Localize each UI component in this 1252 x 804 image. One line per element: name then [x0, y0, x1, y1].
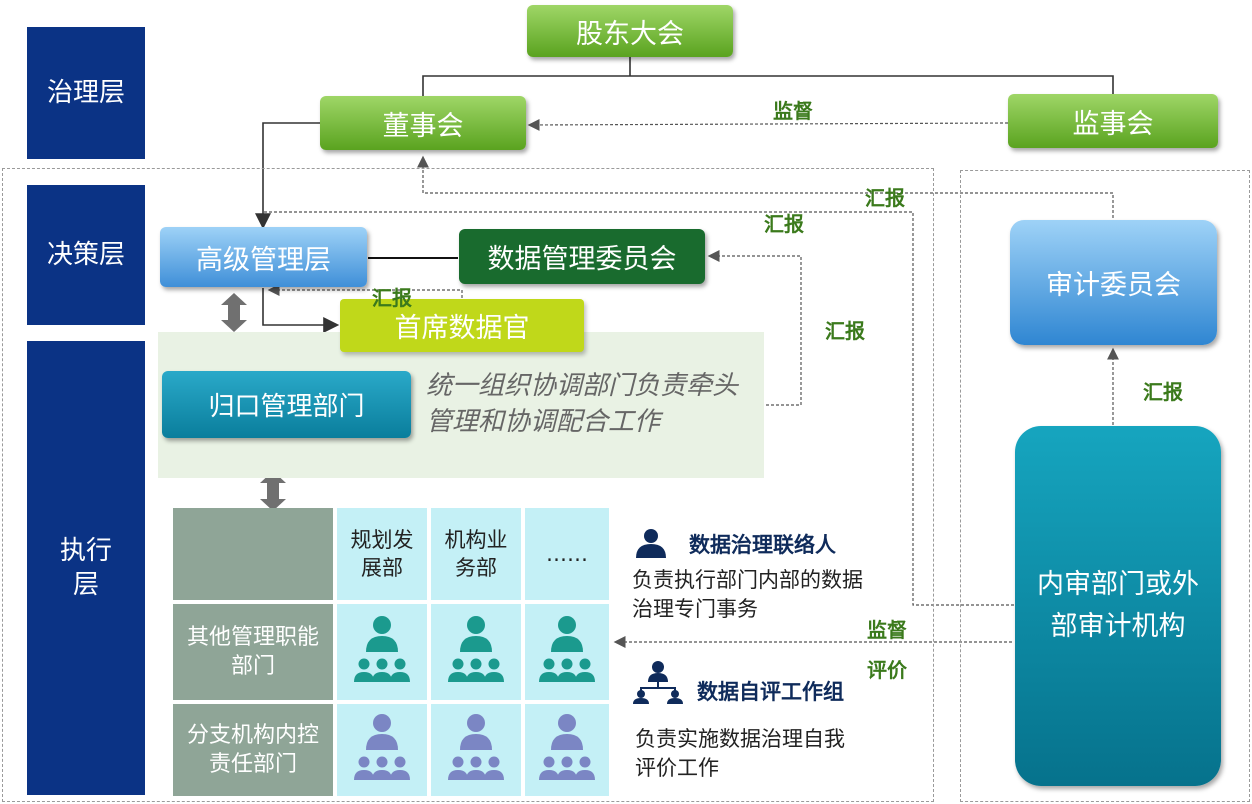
liaison-title: 数据治理联络人 — [689, 533, 836, 557]
layer-decision-label: 决策层 — [46, 240, 125, 270]
edge-label-report-2: 汇报 — [764, 212, 804, 236]
grid-col-label: 规划发展部 — [350, 528, 414, 580]
grid-col-header: 规划发展部 — [337, 508, 427, 600]
node-data-committee-label: 数据管理委员会 — [487, 244, 677, 275]
person-group-icon — [539, 616, 595, 682]
layer-governance-label: 治理层 — [46, 78, 125, 108]
grid-row-header: 分支机构内控责任部门 — [173, 704, 333, 796]
grid-cell — [431, 704, 521, 796]
person-group-icon — [448, 616, 504, 682]
audit-region — [960, 170, 1250, 802]
grid-row-header: 其他管理职能部门 — [173, 604, 333, 700]
edge-label-supervise-bottom: 监督 — [867, 618, 907, 642]
person-group-icon — [354, 616, 410, 682]
edge-label-report-audit: 汇报 — [1143, 380, 1183, 404]
node-data-committee: 数据管理委员会 — [459, 229, 705, 284]
node-board: 董事会 — [320, 96, 526, 150]
grid-cell — [337, 604, 427, 700]
edge-label-evaluate: 评价 — [867, 658, 907, 682]
grid-cell — [431, 604, 521, 700]
node-board-label: 董事会 — [382, 110, 464, 142]
node-lead-dept-label: 归口管理部门 — [208, 392, 365, 422]
grid-cell — [337, 704, 427, 796]
person-group-icon — [448, 714, 504, 780]
grid-row-label: 分支机构内控责任部门 — [186, 723, 319, 777]
edge-label-report-1: 汇报 — [865, 186, 905, 210]
node-shareholders-label: 股东大会 — [576, 18, 684, 50]
node-audit-committee: 审计委员会 — [1010, 220, 1217, 345]
edge-label-report-committee: 汇报 — [825, 319, 865, 343]
node-cdo: 首席数据官 — [340, 299, 584, 352]
grid-col-header: …… — [525, 508, 609, 600]
node-senior-mgmt: 高级管理层 — [160, 227, 367, 287]
node-cdo-label: 首席数据官 — [394, 313, 530, 344]
selfeval-title: 数据自评工作组 — [697, 680, 844, 704]
layer-execution-label: 执行 层 — [59, 536, 112, 600]
person-group-icon — [539, 714, 595, 780]
work-group-icon — [633, 661, 683, 704]
node-senior-mgmt-label: 高级管理层 — [196, 244, 331, 276]
node-internal-audit-label: 内审部门或外部审计机构 — [1037, 569, 1199, 642]
liaison-description: 负责执行部门内部的数据治理专门事务 — [632, 568, 863, 621]
node-shareholders: 股东大会 — [527, 5, 733, 57]
grid-col-label: …… — [546, 542, 588, 566]
grid-col-label: 机构业务部 — [444, 528, 508, 580]
selfeval-description: 负责实施数据治理自我评价工作 — [635, 727, 845, 780]
node-lead-dept: 归口管理部门 — [162, 371, 411, 438]
grid-row-label: 其他管理职能部门 — [186, 625, 319, 679]
node-supervisors-label: 监事会 — [1072, 108, 1154, 140]
layer-governance: 治理层 — [27, 27, 145, 159]
grid-cell — [525, 604, 609, 700]
lead-dept-description: 统一组织协调部门负责牵头管理和协调配合工作 — [426, 371, 739, 437]
layer-decision: 决策层 — [27, 185, 145, 325]
person-group-icon — [354, 714, 410, 780]
execution-region — [2, 168, 934, 802]
layer-execution: 执行 层 — [27, 341, 145, 795]
grid-cell — [525, 704, 609, 796]
grid-col-header: 机构业务部 — [431, 508, 521, 600]
grid-corner — [173, 508, 333, 600]
node-internal-audit: 内审部门或外部审计机构 — [1015, 426, 1221, 786]
node-supervisors: 监事会 — [1008, 94, 1218, 148]
liaison-person-icon — [636, 529, 666, 558]
edge-label-supervise-top: 监督 — [773, 99, 813, 123]
edge-label-report-cdo: 汇报 — [372, 286, 412, 310]
node-audit-committee-label: 审计委员会 — [1046, 270, 1181, 301]
